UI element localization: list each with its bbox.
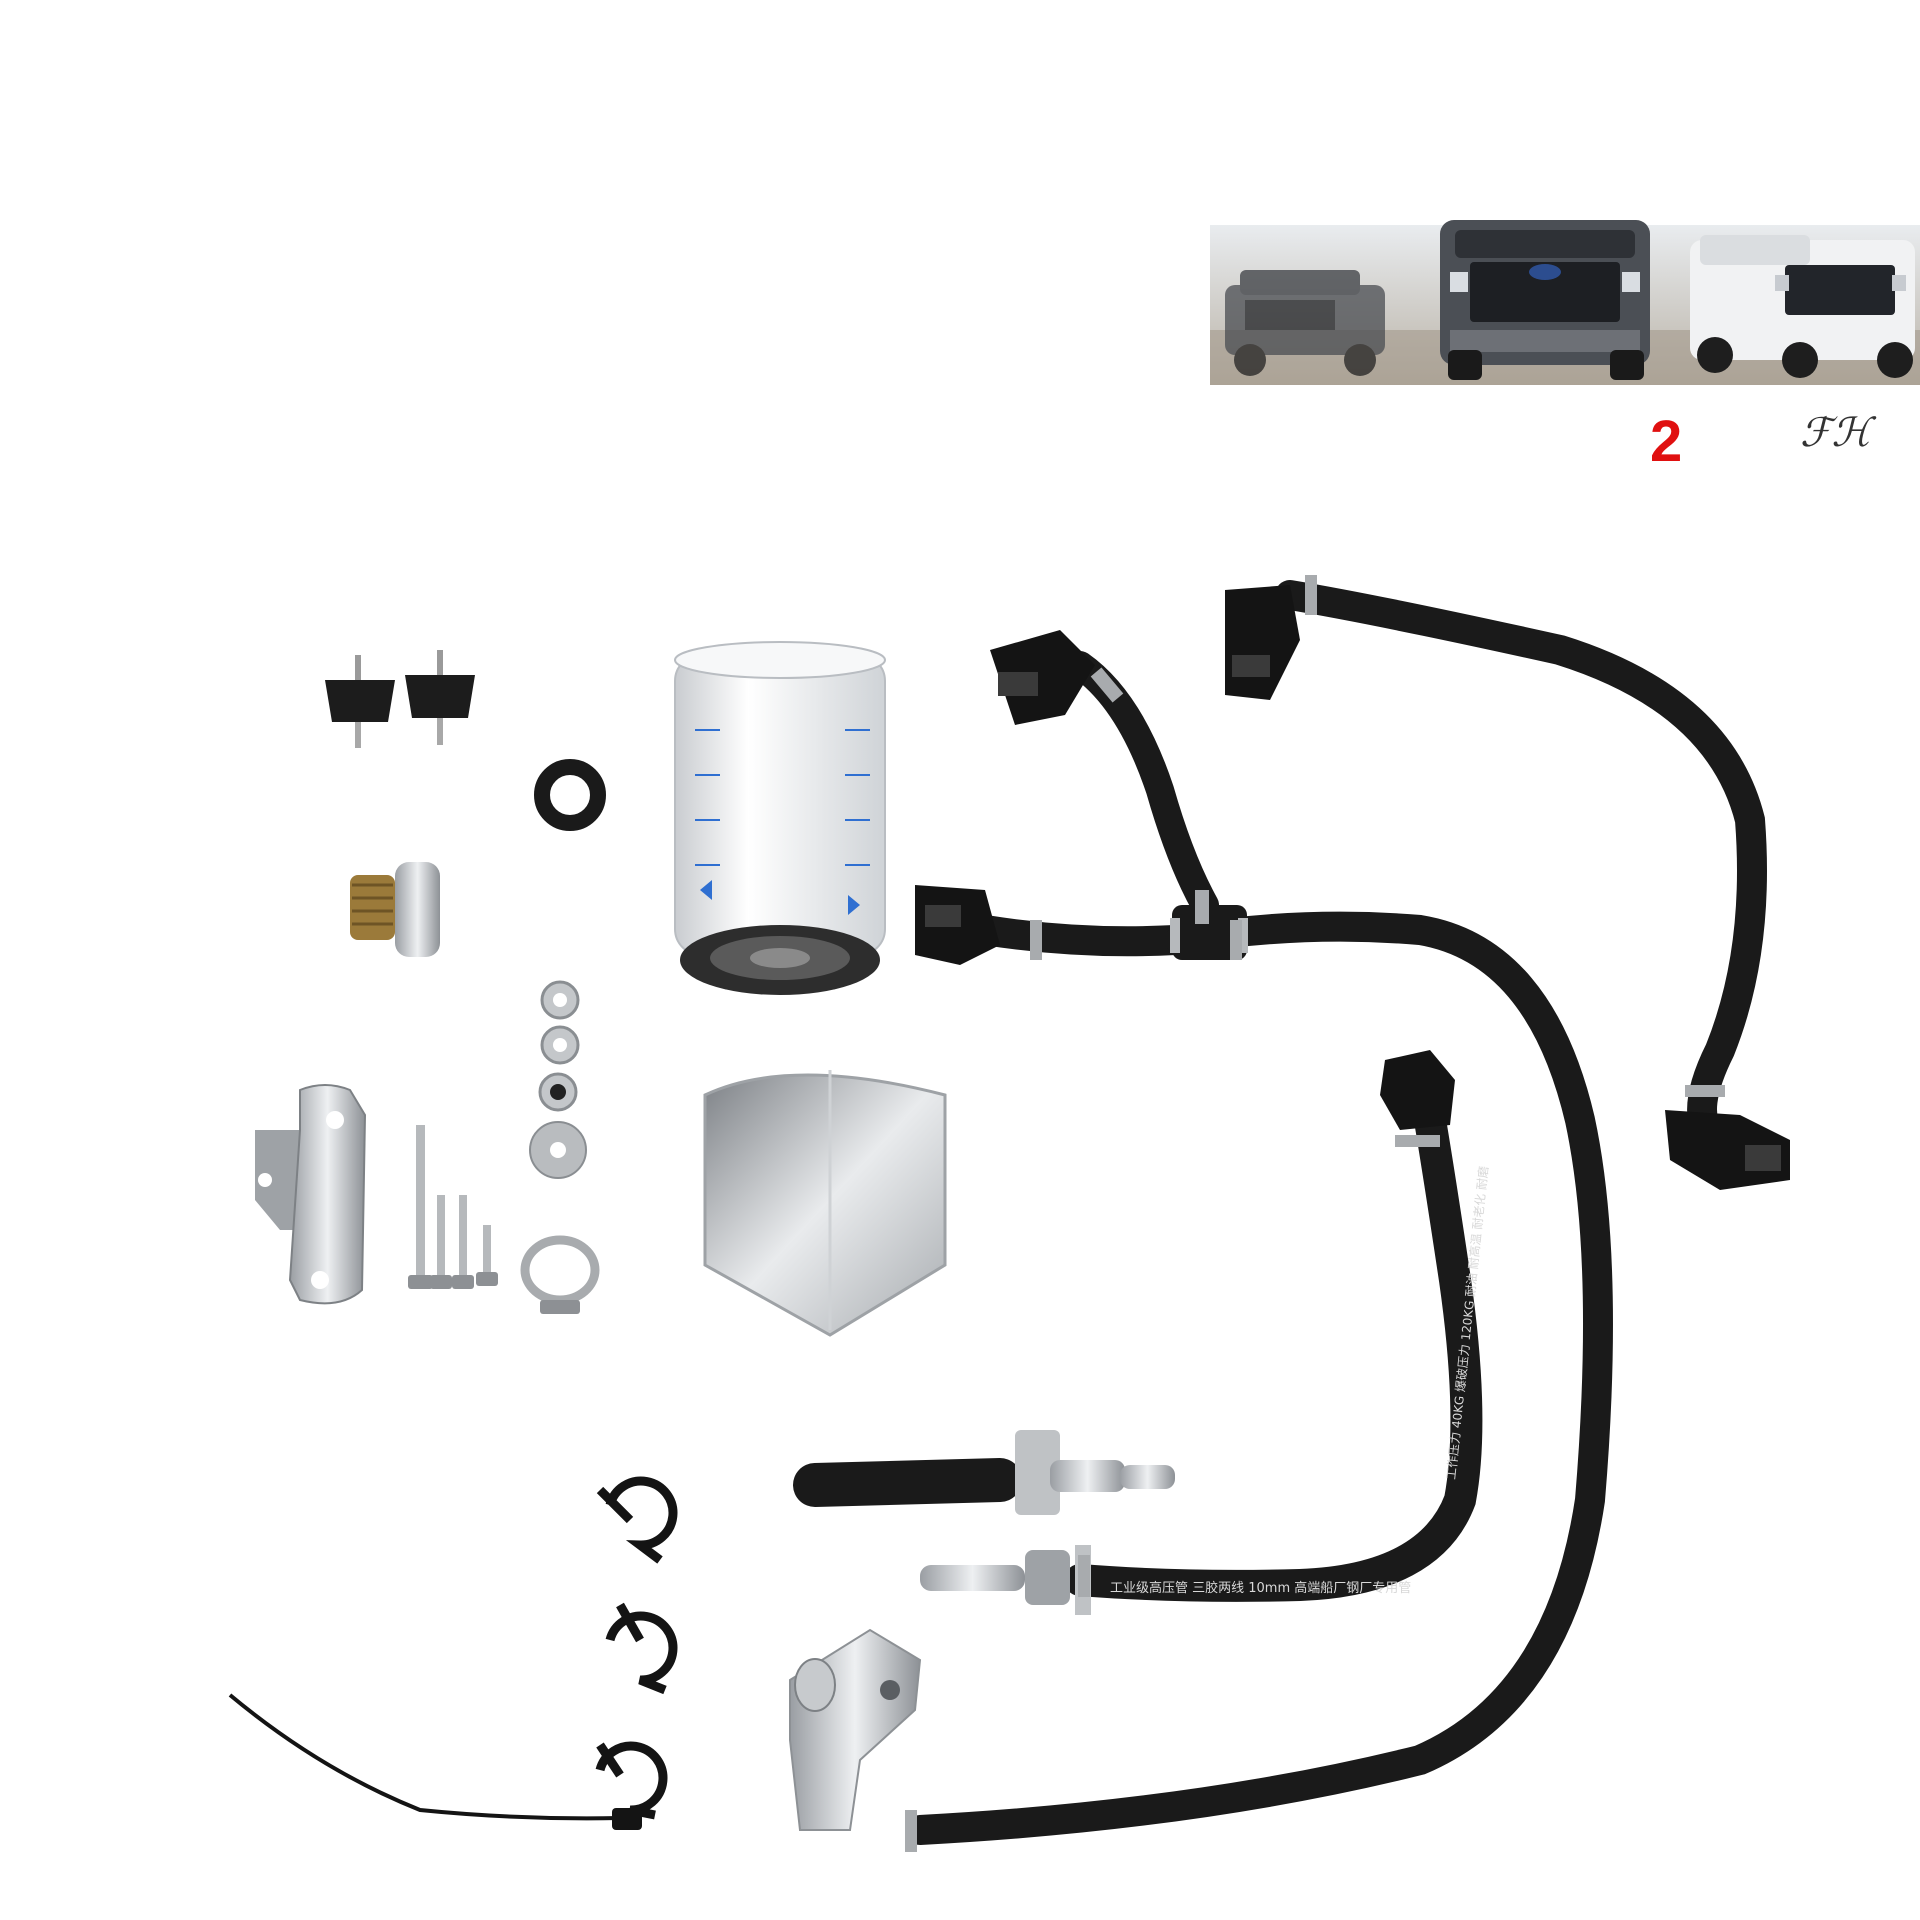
hex-nut: [540, 980, 580, 1020]
steel-tube-fitting-short: [1015, 1430, 1175, 1515]
flat-washer: [529, 1121, 587, 1179]
quick-connect-printed-hose: [1380, 1050, 1455, 1130]
zip-tie-head: [612, 1808, 642, 1830]
bolt: [452, 1195, 474, 1289]
hose-print-line1: 工业级高压管 三胶两线 10mm 高端船厂钢厂专用管: [1110, 1580, 1411, 1596]
filter-scale-marks: [695, 729, 870, 866]
fuel-hoses: [793, 580, 1767, 1845]
p-clamp: [596, 1476, 678, 1564]
fuel-hose-upper-left: [1066, 651, 1219, 919]
flow-arrow-icon: [700, 880, 712, 900]
shield-plate: [703, 1070, 947, 1337]
truck-banner: [1210, 220, 1920, 385]
aluminium-coupler: [395, 862, 440, 957]
banner-badge: 2: [1650, 409, 1683, 474]
fuel-hose-middle-left: [970, 915, 1190, 957]
fuel-hose-long-loop: [905, 911, 1613, 1845]
short-bolt: [476, 1225, 498, 1286]
bolt: [430, 1195, 452, 1289]
hose-band-clamps: [905, 575, 1725, 1852]
truck-center: [1440, 220, 1650, 380]
hose-clamp: [520, 1235, 600, 1314]
banner-signature: ℱℋ: [1800, 410, 1871, 456]
mounting-bracket: [255, 1084, 367, 1305]
lock-nut: [538, 1072, 578, 1112]
aluminium-block-fitting: [789, 1628, 922, 1831]
flow-arrow-icon: [848, 895, 860, 915]
fuel-filter-cartridge: [674, 641, 886, 995]
zip-tie: [228, 1693, 621, 1821]
p-clamp: [605, 1602, 678, 1695]
quick-connect-middle-left: [915, 885, 1000, 965]
quick-connect-top-right: [1225, 585, 1300, 700]
hex-nut: [540, 1025, 580, 1065]
long-bolt: [408, 1125, 433, 1289]
o-ring: [534, 759, 606, 831]
quick-connect-upper-left: [990, 630, 1095, 725]
fuel-hose-short: [793, 1458, 1022, 1507]
rubber-mount-left: [325, 655, 395, 748]
truck-left: [1225, 270, 1385, 376]
truck-right: [1690, 235, 1915, 378]
rubber-mount-right: [405, 650, 475, 745]
p-clamp: [595, 1741, 668, 1820]
fuel-hose-right: [1275, 580, 1767, 1150]
tee-fitting: [1170, 905, 1248, 960]
brass-fitting: [350, 875, 395, 940]
fuel-hose-printed: [1064, 1104, 1483, 1602]
quick-connect-right-bottom: [1665, 1110, 1790, 1190]
steel-tube-fitting-printed: [920, 1545, 1091, 1615]
